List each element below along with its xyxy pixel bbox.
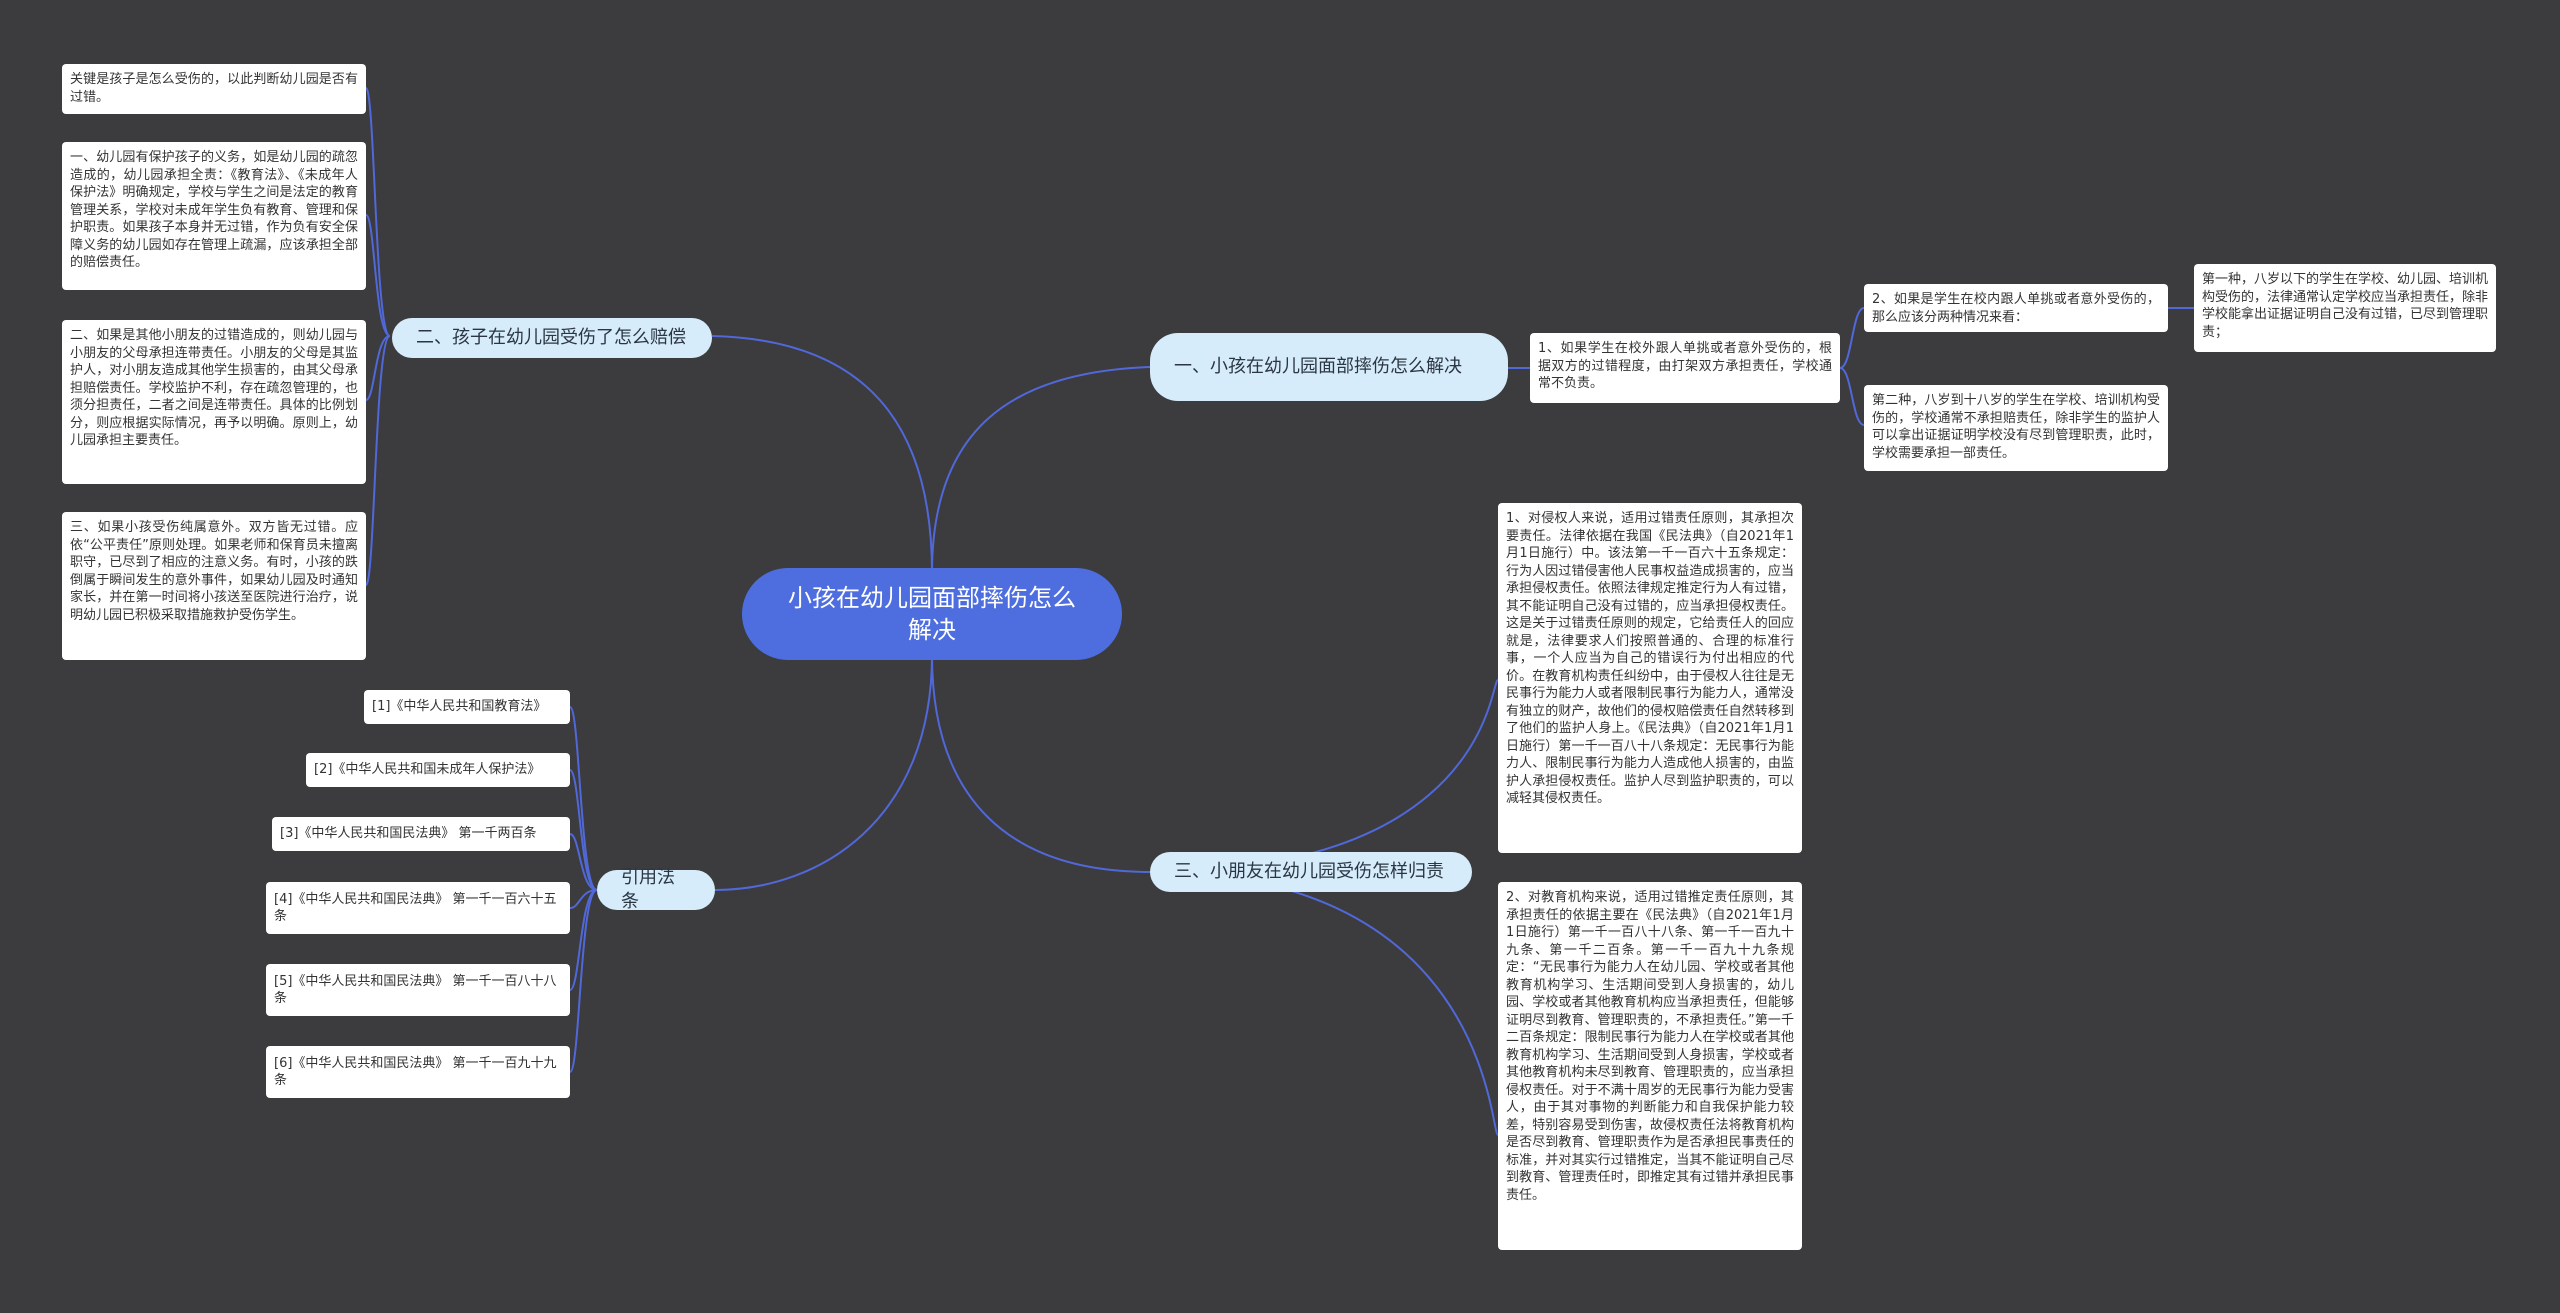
edge-branch2-leaf0 (365, 87, 391, 337)
root-topic-text: 小孩在幼儿园面部摔伤怎么解决 (788, 584, 1076, 644)
edge-point1-point2 (1839, 307, 1865, 369)
edge-branch3-leaf2 (1149, 871, 1499, 1136)
edge-branch4-ref6 (569, 889, 598, 1073)
branch-topic-4-text: 引用法条 (621, 867, 675, 912)
branch3-leaf1[interactable]: 1、对侵权人来说，适用过错责任原则，其承担次要责任。法律依据在我国《民法典》（自… (1498, 503, 1802, 853)
branch-topic-3-text: 三、小朋友在幼儿园受伤怎样归责 (1174, 861, 1444, 882)
edge-root-branch3 (931, 654, 1151, 873)
branch2-leaf0[interactable]: 关键是孩子是怎么受伤的，以此判断幼儿园是否有过错。 (62, 64, 366, 114)
branch-topic-1-text: 一、小孩在幼儿园面部摔伤怎么解决 (1174, 356, 1462, 377)
branch-topic-2-text: 二、孩子在幼儿园受伤了怎么赔偿 (416, 327, 686, 348)
branch-topic-4[interactable]: 引用法条 (597, 867, 715, 912)
edge-root-branch4 (714, 654, 933, 891)
root-topic[interactable]: 小孩在幼儿园面部摔伤怎么解决 (742, 568, 1122, 660)
edge-point1-case1 (1839, 367, 1865, 426)
edge-branch4-ref4 (569, 889, 598, 909)
reference-item-6[interactable]: [6]《中华人民共和国民法典》 第一千一百九十九条 (266, 1046, 570, 1098)
branch-topic-1[interactable]: 一、小孩在幼儿园面部摔伤怎么解决 (1150, 333, 1508, 401)
edge-branch2-leaf2 (365, 335, 391, 401)
branch3-leaf2[interactable]: 2、对教育机构来说，适用过错推定责任原则，其承担责任的依据主要在《民法典》（自2… (1498, 882, 1802, 1250)
branch-topic-2[interactable]: 二、孩子在幼儿园受伤了怎么赔偿 (392, 318, 712, 358)
branch-topic-3[interactable]: 三、小朋友在幼儿园受伤怎样归责 (1150, 852, 1472, 892)
edge-root-branch2 (711, 335, 933, 574)
edge-branch4-ref1 (569, 706, 598, 891)
edge-branch4-ref2 (569, 769, 598, 891)
branch1-point2[interactable]: 2、如果是学生在校内跟人单挑或者意外受伤的，那么应该分两种情况来看： (1864, 284, 2168, 332)
branch1-case2[interactable]: 第二种，八岁到十八岁的学生在学校、培训机构受伤的，学校通常不承担赔责任，除非学生… (1864, 385, 2168, 471)
edge-branch4-ref5 (569, 889, 598, 991)
edge-branch2-leaf3 (365, 335, 391, 586)
reference-item-5[interactable]: [5]《中华人民共和国民法典》 第一千一百八十八条 (266, 964, 570, 1016)
edge-branch4-ref3 (569, 833, 598, 891)
branch2-leaf2[interactable]: 二、如果是其他小朋友的过错造成的，则幼儿园与小朋友的父母承担连带责任。小朋友的父… (62, 320, 366, 484)
branch2-leaf3[interactable]: 三、如果小孩受伤纯属意外。双方皆无过错。应依“公平责任”原则处理。如果老师和保育… (62, 512, 366, 660)
branch1-point1[interactable]: 1、如果学生在校外跟人单挑或者意外受伤的，根据双方的过错程度，由打架双方承担责任… (1530, 333, 1840, 403)
reference-item-3[interactable]: [3]《中华人民共和国民法典》 第一千两百条 (272, 817, 570, 851)
edge-branch3-leaf1 (1149, 679, 1499, 873)
reference-item-1[interactable]: [1]《中华人民共和国教育法》 (364, 690, 570, 724)
branch1-case1[interactable]: 第一种，八岁以下的学生在学校、幼儿园、培训机构受伤的，法律通常认定学校应当承担责… (2194, 264, 2496, 352)
edge-branch2-leaf1 (365, 214, 391, 337)
reference-item-4[interactable]: [4]《中华人民共和国民法典》 第一千一百六十五条 (266, 882, 570, 934)
reference-item-2[interactable]: [2]《中华人民共和国未成年人保护法》 (306, 753, 570, 787)
edge-root-branch1 (931, 366, 1151, 574)
branch2-leaf1[interactable]: 一、幼儿园有保护孩子的义务，如是幼儿园的疏忽造成的，幼儿园承担全责：《教育法》、… (62, 142, 366, 290)
